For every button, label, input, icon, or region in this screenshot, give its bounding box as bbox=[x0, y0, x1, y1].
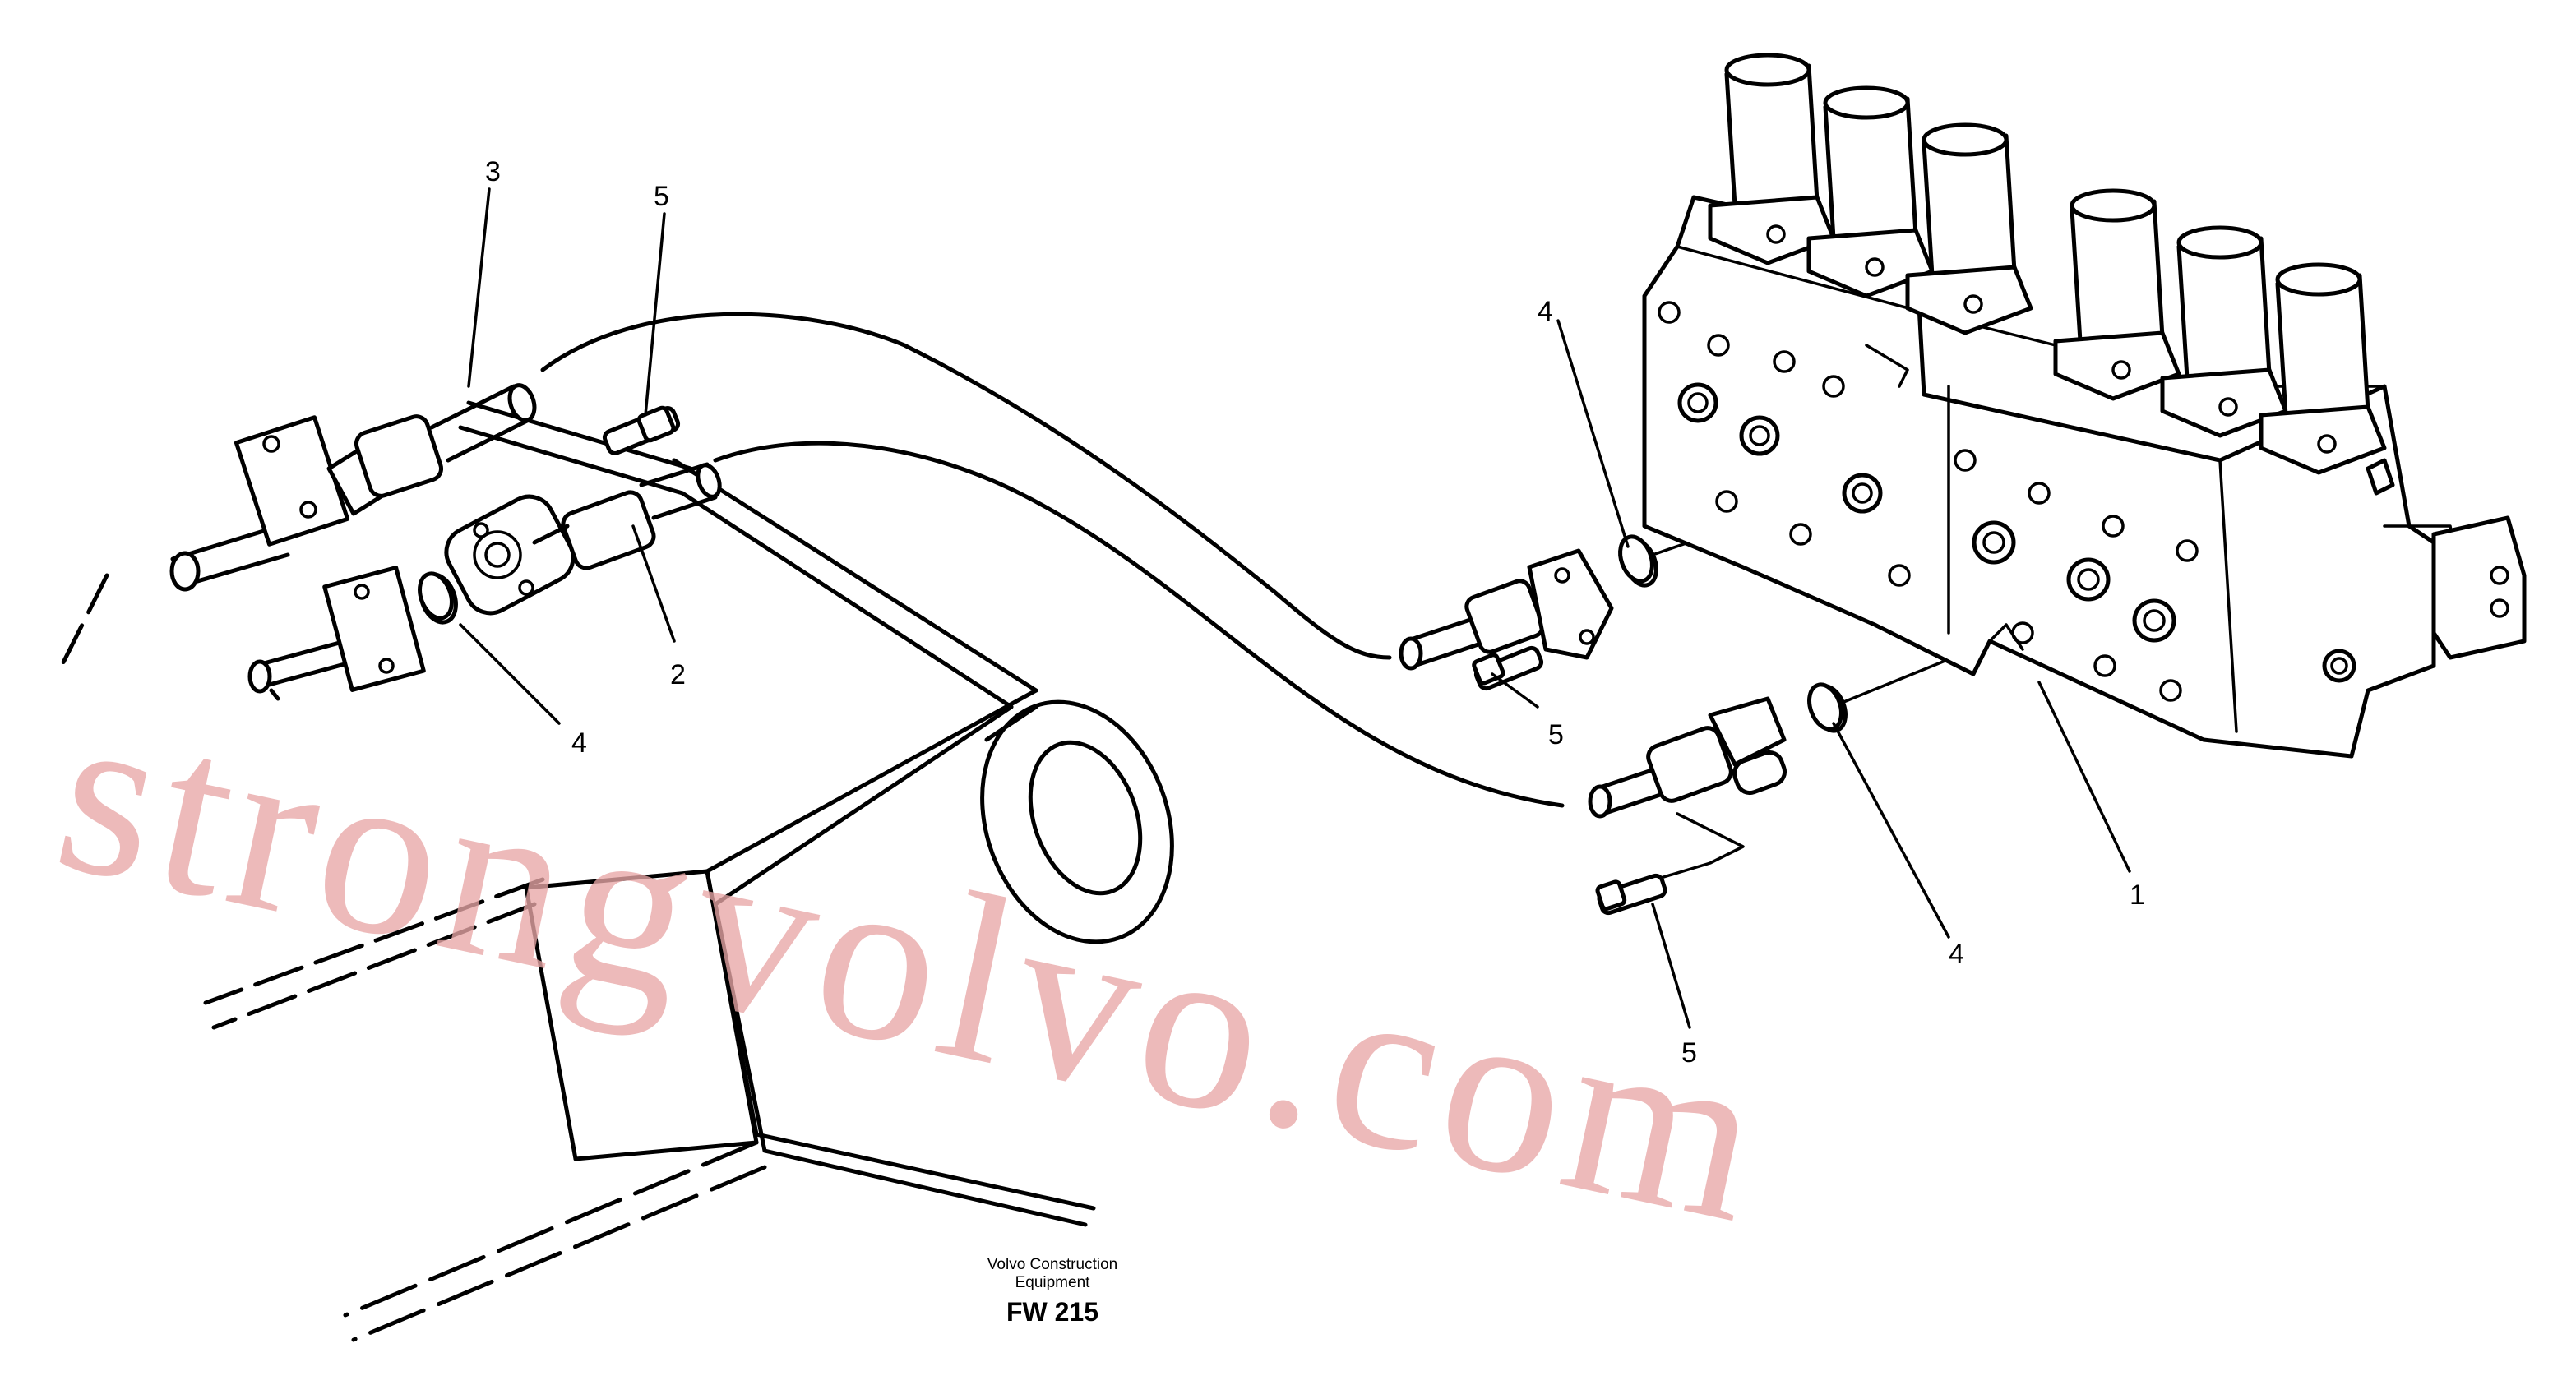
solenoid-5 bbox=[2160, 225, 2288, 438]
hydraulic-hose-lines bbox=[540, 312, 1565, 808]
control-valve-block bbox=[1642, 195, 2527, 759]
watermark-text: strongvolvo.com bbox=[39, 656, 1788, 1275]
bolt-5-upper bbox=[602, 405, 681, 455]
pipe-assembly-2 bbox=[444, 462, 722, 616]
pipe-assembly-3 bbox=[169, 383, 537, 592]
solenoid-2 bbox=[1806, 85, 1935, 298]
callout-4-lower-right: 4 bbox=[1949, 939, 1964, 970]
fitting-lower-right bbox=[1588, 648, 1975, 889]
callout-2: 2 bbox=[670, 659, 686, 690]
boom-structure bbox=[55, 400, 1096, 1342]
diagram-caption: Volvo Construction Equipment FW 215 bbox=[929, 1256, 1176, 1327]
callout-leaders bbox=[459, 187, 2131, 1029]
solenoid-4 bbox=[2053, 188, 2181, 401]
o-rings bbox=[418, 534, 1843, 732]
bolt-5-lower bbox=[1595, 873, 1667, 916]
caption-line-2: Equipment bbox=[1015, 1274, 1090, 1291]
callout-1: 1 bbox=[2130, 879, 2145, 911]
callout-3: 3 bbox=[485, 156, 501, 187]
callout-5-middle: 5 bbox=[1548, 719, 1564, 750]
figure-code: FW 215 bbox=[1006, 1297, 1099, 1327]
callout-5-lower: 5 bbox=[1681, 1037, 1697, 1069]
valve-solenoids bbox=[1708, 53, 2387, 475]
solenoid-1 bbox=[1708, 53, 1836, 265]
callout-4-upper-right: 4 bbox=[1538, 296, 1553, 327]
callout-labels: 3 5 2 4 4 5 1 4 5 bbox=[485, 156, 2145, 1069]
bolt-5-middle bbox=[1472, 645, 1544, 691]
solenoid-3 bbox=[1905, 122, 2033, 335]
callout-5-upper: 5 bbox=[654, 181, 669, 212]
pivot-ring bbox=[980, 699, 1174, 944]
caption-line-1: Volvo Construction bbox=[987, 1256, 1118, 1273]
callout-4-left: 4 bbox=[571, 727, 587, 759]
solenoid-6 bbox=[2259, 262, 2387, 475]
